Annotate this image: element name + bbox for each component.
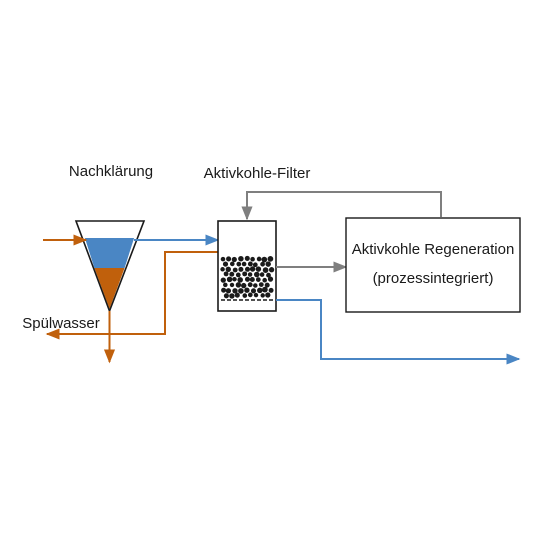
carbon-grain xyxy=(244,287,250,293)
carbon-grain xyxy=(235,272,241,278)
clarifier-label: Nachklärung xyxy=(69,163,153,180)
carbon-grain xyxy=(238,288,244,294)
carbon-grain xyxy=(220,277,226,283)
carbon-grain xyxy=(253,283,258,288)
carbon-grain xyxy=(262,267,269,273)
clarifier-water xyxy=(84,238,135,268)
carbon-grain xyxy=(221,287,227,293)
carbon-grain xyxy=(264,282,270,288)
carbon-grain xyxy=(226,276,233,283)
regeneration-unit: Aktivkohle Regeneration (prozessintegrie… xyxy=(345,217,521,313)
carbon-grain xyxy=(266,272,271,278)
carbon-grain xyxy=(236,261,242,267)
rinse-water-arrow xyxy=(45,251,218,340)
carbon-grain xyxy=(242,271,248,277)
carbon-grain xyxy=(261,256,268,263)
regenerated-carbon-return-arrow xyxy=(241,191,442,221)
clarifier-sludge xyxy=(94,268,125,309)
carbon-grain xyxy=(225,266,231,272)
carbon-grain xyxy=(223,271,229,277)
activated-carbon-filter xyxy=(217,220,277,312)
carbon-grain xyxy=(247,261,253,267)
carbon-grain xyxy=(262,277,268,283)
carbon-grain xyxy=(255,277,261,282)
carbon-grain xyxy=(267,276,274,282)
carbon-grain xyxy=(223,282,228,288)
carbon-grain xyxy=(237,277,243,283)
carbon-grain xyxy=(247,292,253,298)
carbon-grain xyxy=(257,287,263,294)
carbon-grain xyxy=(229,271,235,277)
carbon-grain xyxy=(225,288,232,294)
carbon-grain xyxy=(226,256,232,262)
carbon-grain xyxy=(247,282,253,288)
carbon-grain xyxy=(244,276,251,282)
carbon-grain xyxy=(250,256,255,262)
carbon-grain xyxy=(229,282,235,288)
carbon-grain xyxy=(238,255,244,262)
rinse-water-label: Spülwasser xyxy=(22,315,100,332)
clarifier-cone xyxy=(74,220,146,314)
regeneration-box xyxy=(345,217,521,313)
carbon-grain xyxy=(231,256,237,263)
carbon-grain xyxy=(253,271,260,278)
regeneration-title: Aktivkohle Regeneration xyxy=(352,241,515,258)
carbon-grain xyxy=(244,266,251,272)
carbon-grain xyxy=(267,256,274,262)
carbon-bed xyxy=(220,255,275,299)
clarifier-outline xyxy=(74,220,146,314)
carbon-grain xyxy=(232,288,238,294)
carbon-grain xyxy=(253,292,259,298)
carbon-grain xyxy=(223,293,229,299)
carbon-grain xyxy=(229,261,235,267)
carbon-grain xyxy=(252,262,258,268)
treated-effluent-arrow xyxy=(276,299,521,365)
carbon-grain xyxy=(234,292,240,298)
carbon-grain xyxy=(229,293,235,299)
carbon-grain xyxy=(259,272,265,277)
carbon-grain xyxy=(256,256,262,262)
carbon-grain xyxy=(249,276,255,283)
carbon-grain xyxy=(250,288,257,294)
carbon-grain xyxy=(232,276,237,282)
carbon-grain xyxy=(262,286,268,293)
carbon-grain xyxy=(260,261,265,267)
carbon-grain xyxy=(244,255,250,261)
carbon-grain xyxy=(265,292,271,298)
carbon-grain xyxy=(220,256,226,262)
carbon-grain xyxy=(241,261,247,267)
carbon-grain xyxy=(247,272,253,277)
carbon-grain xyxy=(222,261,229,267)
carbon-grain xyxy=(268,287,274,293)
carbon-grain xyxy=(241,282,247,289)
carbon-grain xyxy=(235,282,242,288)
regeneration-subtitle: (prozessintegriert) xyxy=(373,270,494,287)
carbon-grain xyxy=(249,266,256,272)
carbon-grain xyxy=(242,293,248,298)
carbon-grain xyxy=(232,267,238,273)
carbon-grain xyxy=(255,266,262,272)
carbon-grain xyxy=(238,266,244,272)
carbon-grain xyxy=(265,261,271,267)
carbon-grain xyxy=(260,293,265,298)
carbon-grain xyxy=(258,282,264,288)
filter-label: Aktivkohle-Filter xyxy=(204,165,311,182)
carbon-grain xyxy=(220,267,225,272)
carbon-grain xyxy=(268,267,275,273)
